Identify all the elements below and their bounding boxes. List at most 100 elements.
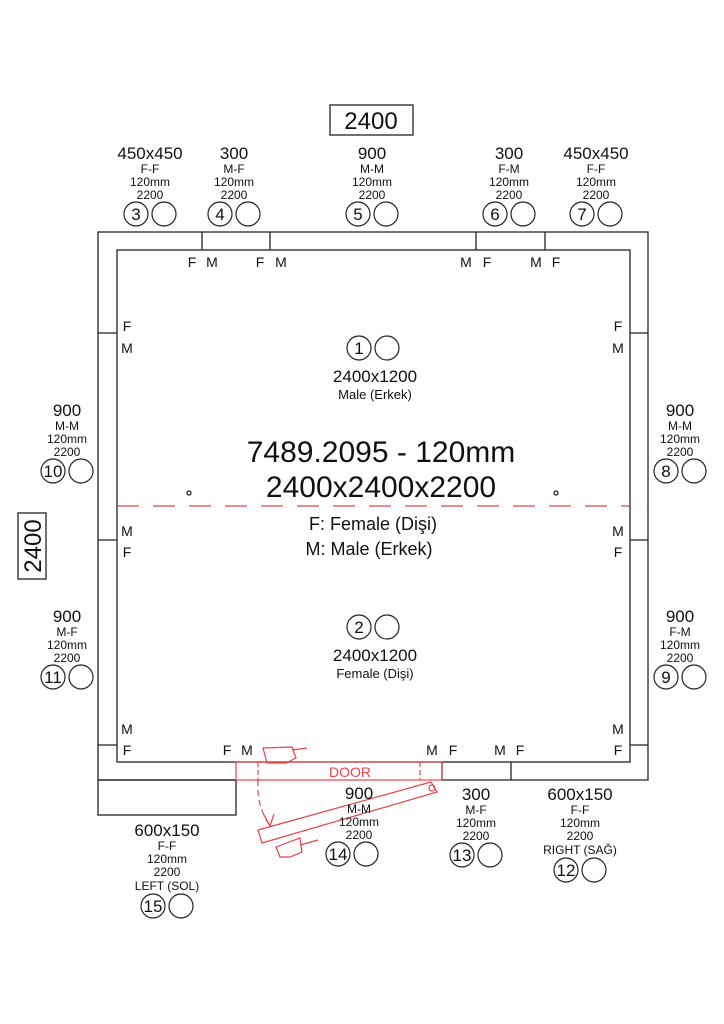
- panel-number-circle: [345, 201, 371, 227]
- panel-height: 2200: [154, 865, 181, 879]
- panel-size: 2400x1200: [333, 367, 417, 386]
- panel-number: 12: [557, 861, 576, 880]
- panel-number: 7: [577, 205, 586, 224]
- joint-mark-top: M: [460, 254, 472, 270]
- empty-check-circle: [151, 201, 177, 227]
- panel-type: Female (Dişi): [336, 666, 413, 681]
- panel-number-circle: [569, 201, 595, 227]
- panel-size: 900: [666, 401, 694, 420]
- panel-joint: M-F: [465, 803, 486, 817]
- joint-mark-right: M: [612, 523, 624, 539]
- panel-number: 8: [661, 462, 670, 481]
- joint-mark-left: F: [123, 544, 132, 560]
- panel-thickness: 120mm: [130, 175, 170, 189]
- joint-mark-bottom: M: [494, 742, 506, 758]
- panel-joint: F-F: [587, 162, 606, 176]
- panel-number: 6: [490, 205, 499, 224]
- joint-mark-bottom: M: [241, 742, 253, 758]
- panel-joint: F-F: [141, 162, 160, 176]
- panel-thickness: 120mm: [47, 432, 87, 446]
- panel-number-circle: [482, 201, 508, 227]
- legend-female: F: Female (Dişi): [309, 514, 437, 534]
- panel-joint: F-M: [498, 162, 519, 176]
- panel-thickness: 120mm: [456, 816, 496, 830]
- panel-number-circle: [449, 842, 475, 868]
- panel-height: 2200: [496, 188, 523, 202]
- empty-check-circle: [510, 201, 536, 227]
- panel-thickness: 120mm: [352, 175, 392, 189]
- door: DOOR: [235, 746, 443, 858]
- panel-height: 2200: [54, 651, 81, 665]
- panel-joint: M-M: [668, 419, 692, 433]
- joint-mark-top: M: [275, 254, 287, 270]
- joint-mark-right: F: [614, 742, 623, 758]
- panel-size: 900: [358, 144, 386, 163]
- marker-icon: [553, 490, 559, 496]
- panel-thickness: 120mm: [47, 638, 87, 652]
- top-dimension: 2400: [344, 108, 397, 135]
- panel-thickness: 120mm: [576, 175, 616, 189]
- panel-number-circle: [653, 664, 679, 690]
- panel-size: 900: [345, 784, 373, 803]
- door-label: DOOR: [329, 764, 371, 780]
- joint-mark-top: M: [530, 254, 542, 270]
- panel-thickness: 120mm: [214, 175, 254, 189]
- panel-number: 9: [661, 668, 670, 687]
- panel-size: 450x450: [563, 144, 628, 163]
- panel-size: 300: [220, 144, 248, 163]
- panel-joint: M-M: [360, 162, 384, 176]
- joint-mark-bottom: F: [223, 742, 232, 758]
- panel-thickness: 120mm: [560, 816, 600, 830]
- panel-height: 2200: [463, 829, 490, 843]
- panel-number-circle: [346, 614, 372, 640]
- left-dimension: 2400: [20, 519, 47, 572]
- panel-thickness: 120mm: [339, 815, 379, 829]
- panel-thickness: 120mm: [147, 852, 187, 866]
- room-size: 2400x2400x2200: [266, 471, 496, 504]
- empty-check-circle: [68, 458, 94, 484]
- panel-height: 2200: [359, 188, 386, 202]
- panel-joint: F-M: [669, 625, 690, 639]
- panel-joint: F-F: [158, 839, 177, 853]
- panel-number: 14: [329, 845, 348, 864]
- empty-check-circle: [374, 614, 400, 640]
- panel-size: 300: [495, 144, 523, 163]
- panel-joint: F-F: [571, 803, 590, 817]
- joint-mark-top: M: [206, 254, 218, 270]
- panel-number-circle: [40, 664, 66, 690]
- panel-size: 600x150: [547, 785, 612, 804]
- panel-size: 600x150: [134, 821, 199, 840]
- panel-height: 2200: [667, 445, 694, 459]
- panel-number: 5: [353, 205, 362, 224]
- panel-number-circle: [325, 841, 351, 867]
- panel-number: 4: [215, 205, 224, 224]
- empty-check-circle: [477, 842, 503, 868]
- marker-icon: [186, 490, 192, 496]
- empty-check-circle: [681, 664, 707, 690]
- panel-size: 2400x1200: [333, 646, 417, 665]
- panel-joint: M-F: [223, 162, 244, 176]
- panel-joint: M-M: [55, 419, 79, 433]
- panel-size: 900: [53, 401, 81, 420]
- empty-check-circle: [581, 857, 607, 883]
- empty-check-circle: [681, 458, 707, 484]
- joint-mark-left: M: [121, 340, 133, 356]
- joint-mark-left: M: [121, 523, 133, 539]
- joint-mark-top: F: [552, 254, 561, 270]
- joint-mark-left: M: [121, 721, 133, 737]
- empty-check-circle: [373, 201, 399, 227]
- panel-number: 3: [131, 205, 140, 224]
